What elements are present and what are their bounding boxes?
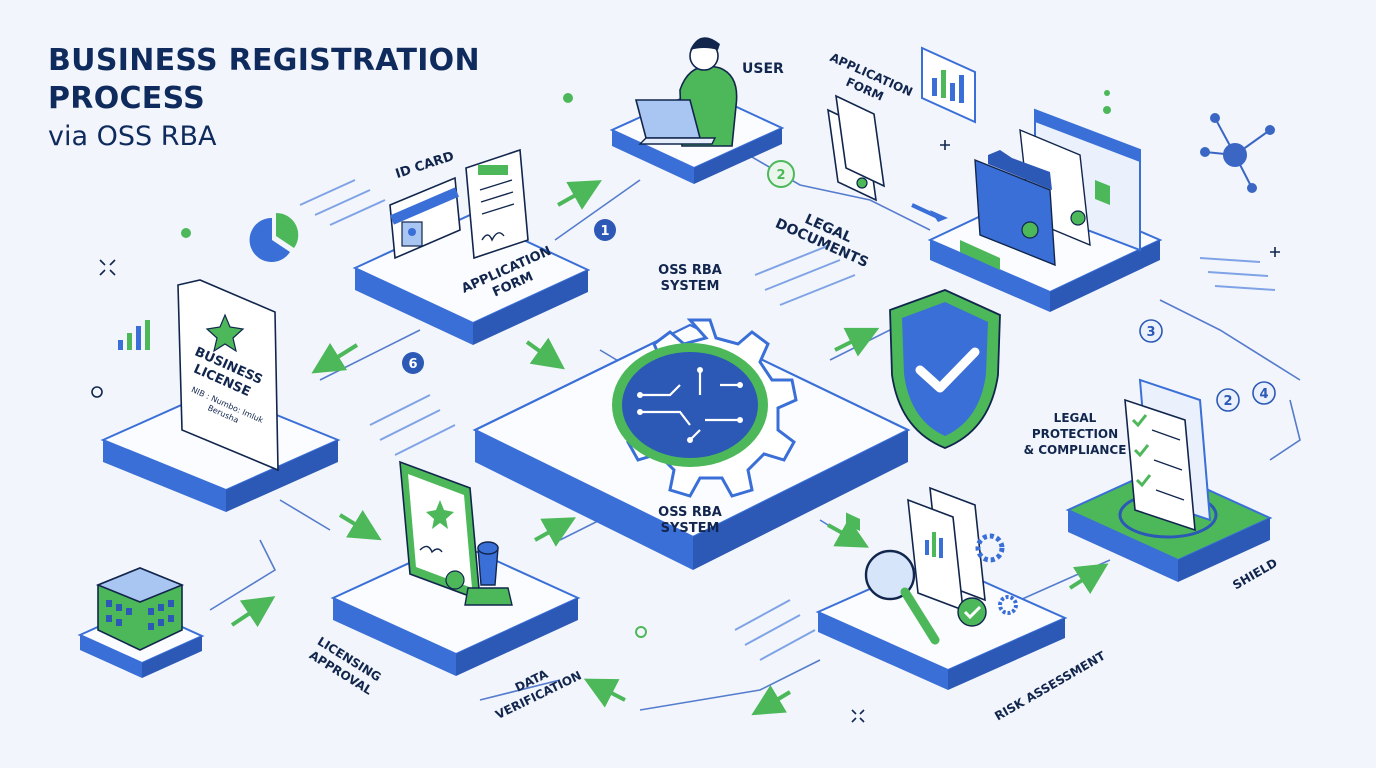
- bar-chart-icon: [118, 320, 150, 350]
- step-badge: 4: [1252, 381, 1276, 405]
- shield-check-icon: [889, 289, 1001, 449]
- step-badge: 3: [1139, 319, 1163, 343]
- network-icon: [1200, 113, 1275, 193]
- page-title: BUSINESS REGISTRATION PROCESS via OSS RB…: [48, 42, 480, 156]
- sparkle-icons: [99, 140, 1280, 723]
- user-laptop-icon: [634, 37, 738, 147]
- building-icon: [95, 567, 185, 651]
- svg-text:4: 4: [1259, 387, 1268, 402]
- speed-lines: [299, 179, 1276, 661]
- certificate-stamp-icon: [399, 460, 513, 606]
- label-oss-rba-system-top: OSS RBA SYSTEM: [658, 263, 722, 294]
- label-oss-rba-system-bottom: OSS RBA SYSTEM: [658, 505, 722, 536]
- arrow-icons: [230, 180, 1109, 716]
- step-badges: 1 2 3 2 4 6: [402, 160, 1276, 412]
- label-user: USER: [742, 61, 784, 77]
- label-legal-protection: LEGAL PROTECTION & COMPLIANCE: [1023, 411, 1127, 457]
- step-badge: 2: [1216, 388, 1240, 412]
- checklist-icon: [1124, 378, 1212, 532]
- title-line-2: PROCESS: [48, 81, 206, 116]
- svg-text:3: 3: [1146, 325, 1155, 340]
- svg-text:1: 1: [600, 224, 609, 239]
- floating-chart-card: [921, 46, 976, 124]
- svg-text:2: 2: [776, 168, 785, 183]
- id-card-icon: [389, 176, 461, 260]
- step-badge: 6: [402, 352, 424, 374]
- application-form-icon: [465, 148, 529, 260]
- application-form-icon-top: [827, 94, 885, 532]
- step-badge: 2: [767, 160, 795, 188]
- business-license-icon: [177, 279, 279, 472]
- gear-chip-icon: [612, 318, 798, 498]
- svg-text:6: 6: [408, 357, 417, 372]
- pie-chart-icon: [249, 212, 299, 262]
- legal-documents-folder-icon: [960, 108, 1141, 270]
- decorative-dots: [91, 90, 1111, 638]
- title-subtitle: via OSS RBA: [48, 121, 217, 152]
- step-badge: 1: [594, 219, 616, 241]
- svg-text:2: 2: [1223, 394, 1232, 409]
- title-line-1: BUSINESS REGISTRATION: [48, 43, 480, 78]
- magnifier-chart-icon: [864, 486, 1018, 645]
